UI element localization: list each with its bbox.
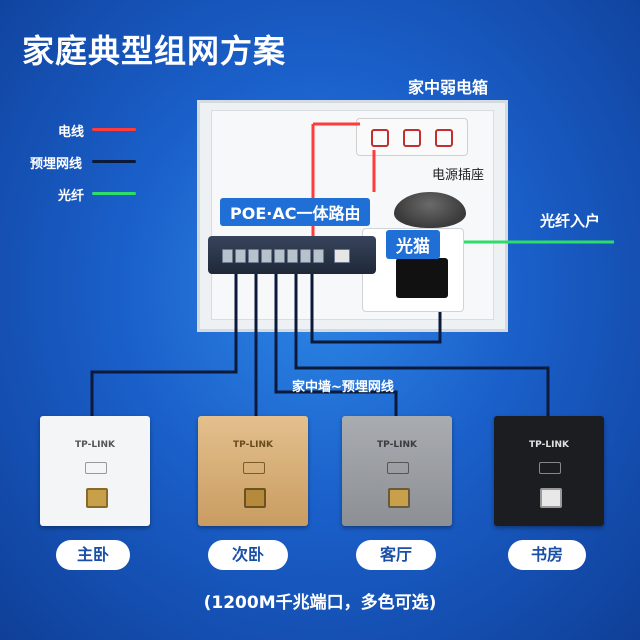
wall-ap-panel-black: TP-LINK: [494, 416, 604, 526]
ethernet-port-icon: [222, 249, 233, 263]
panel-brand: TP-LINK: [342, 440, 452, 450]
ethernet-port-icon: [248, 249, 259, 263]
ethernet-port-icon: [313, 249, 324, 263]
led-icon: [85, 462, 107, 474]
antenna-icon: [394, 192, 466, 228]
room-label-living-room: 客厅: [356, 540, 436, 570]
panel-brand: TP-LINK: [494, 440, 604, 450]
ethernet-port-icon: [300, 249, 311, 263]
fiber-in-label: 光纤入户: [540, 210, 600, 231]
ethernet-port-icon: [287, 249, 298, 263]
ethernet-port-icon: [261, 249, 272, 263]
modem-label: 光猫: [386, 230, 440, 259]
ethernet-jack-icon: [86, 488, 108, 508]
modem-screen: [396, 258, 448, 298]
ethernet-jack-icon: [540, 488, 562, 508]
ethernet-jack-icon: [388, 488, 410, 508]
room-label-master-bedroom: 主卧: [56, 540, 130, 570]
ethernet-port-icon: [274, 249, 285, 263]
router-label: POE·AC一体路由: [220, 198, 370, 226]
footer-note: (1200M千兆端口，多色可选): [0, 588, 640, 613]
ethernet-jack-icon: [244, 488, 266, 508]
panel-brand: TP-LINK: [198, 440, 308, 450]
panel-brand: TP-LINK: [40, 440, 150, 450]
poe-router: [208, 236, 376, 274]
wall-ap-panel-white: TP-LINK: [40, 416, 150, 526]
uplink-port-icon: [334, 249, 350, 263]
room-label-study: 书房: [508, 540, 586, 570]
cable-to-panel-1: [92, 274, 236, 416]
wall-ap-panel-gold: TP-LINK: [198, 416, 308, 526]
room-label-second-bedroom: 次卧: [208, 540, 288, 570]
ethernet-port-icon: [235, 249, 246, 263]
wall-ap-panel-grey: TP-LINK: [342, 416, 452, 526]
led-icon: [243, 462, 265, 474]
led-icon: [539, 462, 561, 474]
led-icon: [387, 462, 409, 474]
wall-cable-label: 家中墙~预埋网线: [292, 376, 394, 395]
